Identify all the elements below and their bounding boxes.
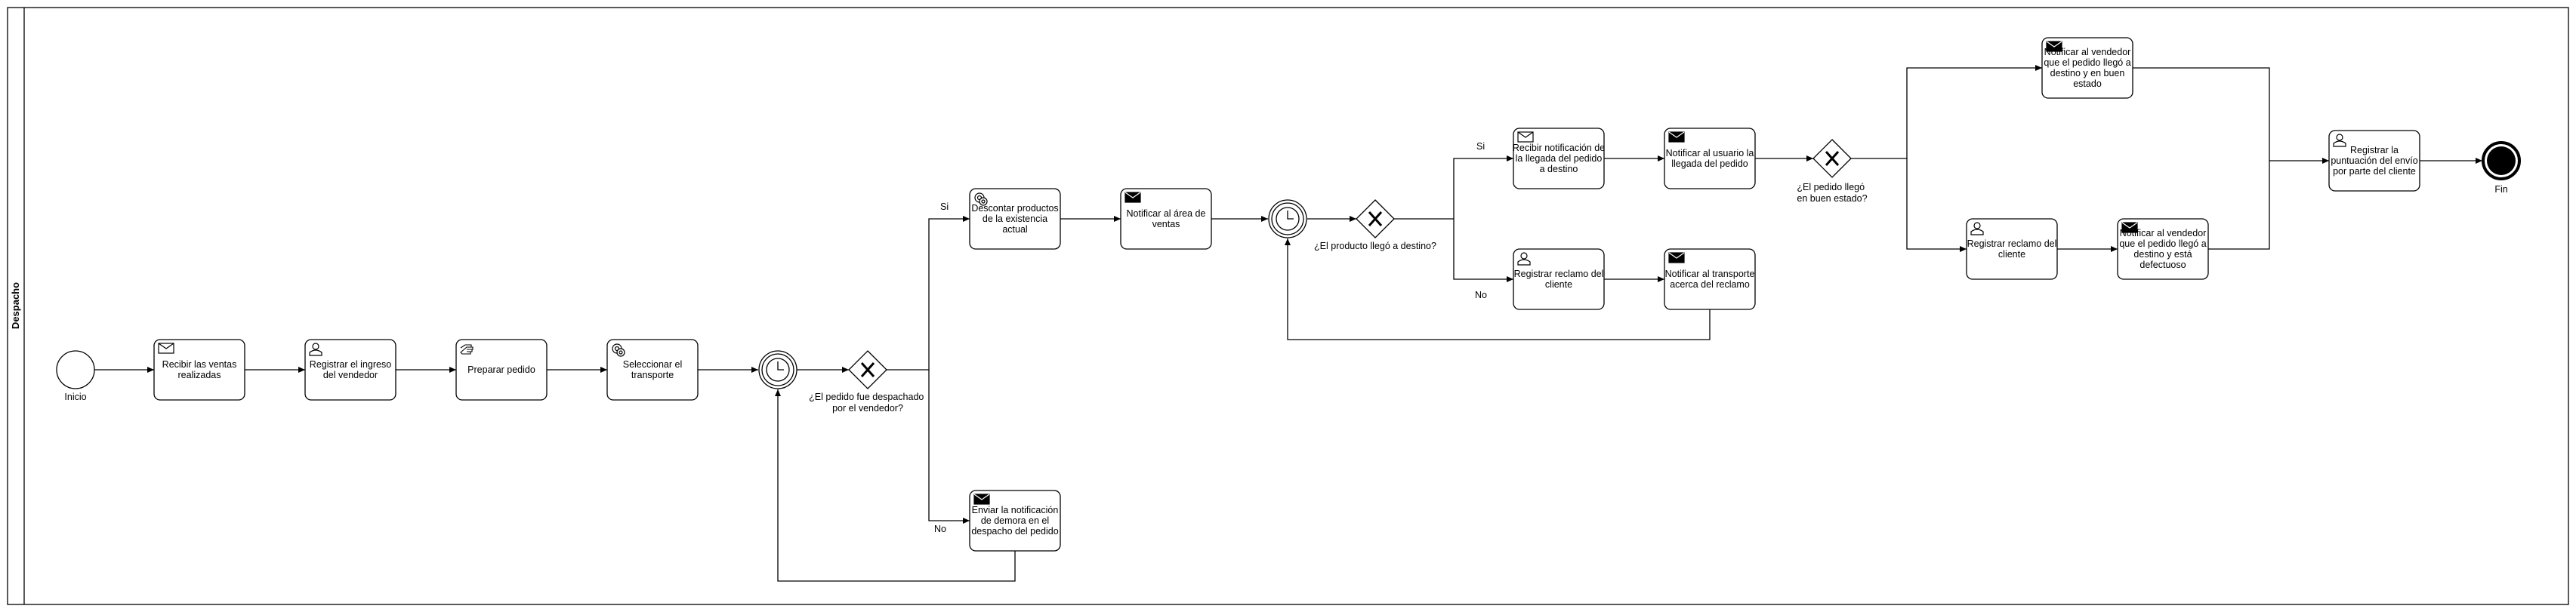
envelope-filled-icon [973,494,990,505]
envelope-filled-icon [1668,252,1685,263]
task-label: Preparar pedido [467,364,535,375]
task-box[interactable] [1664,248,1756,310]
x-icon [1825,151,1840,166]
flow-label-g2-no: No [1475,290,1487,300]
gateway-despachado-label: ¿El pedido fue despachado por el vendedo… [809,392,927,414]
flow-gateway2-no[interactable] [1453,219,1513,282]
flow-gateway1-si[interactable] [887,216,970,371]
task-box[interactable] [606,339,699,401]
task-box[interactable] [153,339,245,401]
user-icon [1970,222,1984,235]
end-event-label: Fin [2494,184,2507,195]
gateway-buen-estado-label: ¿El pedido llegó en buen estado? [1797,182,1867,204]
flow-label-g1-si: Si [940,201,949,212]
x-icon [1368,211,1383,226]
envelope-filled-icon [1124,192,1141,203]
flow-gateway1-no[interactable] [928,370,970,524]
envelope-icon [158,343,174,354]
envelope-filled-icon [2121,222,2138,233]
task-box[interactable] [969,490,1061,552]
gateway-buen-estado[interactable]: ¿El pedido llegó en buen estado? [1797,139,1868,204]
gateway-producto-llego-label: ¿El producto llegó a destino? [1314,241,1436,251]
manual-hand-icon [460,344,474,355]
timer-event-1[interactable] [758,350,797,389]
user-icon [2333,134,2346,147]
task-box[interactable] [2328,130,2420,192]
user-icon [309,343,322,356]
task-box[interactable] [455,339,548,401]
user-icon [1517,252,1531,266]
flow-buen-estado-to-puntuacion[interactable] [2133,67,2329,164]
task-box[interactable] [1966,218,2058,280]
flow-demora-loop-back[interactable] [775,389,1016,582]
end-event[interactable]: Fin [2482,141,2521,195]
x-icon [860,362,875,377]
flow-transporte-loop-back[interactable] [1285,238,1711,340]
flow-label-g1-no: No [934,524,946,534]
task-box[interactable] [1513,128,1605,189]
timer-event-2[interactable] [1268,199,1307,238]
end-event-fill [2487,146,2516,175]
task-box[interactable] [304,339,396,401]
gateway-despachado[interactable]: ¿El pedido fue despachado por el vendedo… [809,350,927,414]
flow-defectuoso-to-puntuacion[interactable] [2208,161,2270,250]
task-box[interactable] [2117,218,2209,280]
envelope-filled-icon [1668,131,1685,143]
start-event-circle[interactable] [56,350,95,389]
flow-gateway2-si[interactable] [1394,155,1513,220]
lane-label: Despacho [10,282,21,329]
start-event[interactable]: Inicio [56,350,95,402]
gear-icon [974,192,988,206]
sequence-flows [94,65,2482,582]
envelope-filled-icon [2046,41,2062,52]
gateway-producto-llego[interactable]: ¿El producto llegó a destino? [1314,199,1436,251]
task-box[interactable] [969,188,1061,250]
start-event-label: Inicio [64,392,86,402]
flow-gateway3-no[interactable] [1906,158,1967,252]
task-box[interactable] [1664,128,1756,189]
task-box[interactable] [1120,188,1212,250]
task-box[interactable] [2041,37,2133,99]
envelope-icon [1517,131,1534,143]
flow-label-g2-si: Si [1476,141,1485,152]
flow-gateway3-si[interactable] [1851,65,2042,159]
gear-icon [612,343,625,357]
task-box[interactable] [1513,248,1605,310]
task-preparar-pedido[interactable]: Preparar pedido [455,339,548,401]
